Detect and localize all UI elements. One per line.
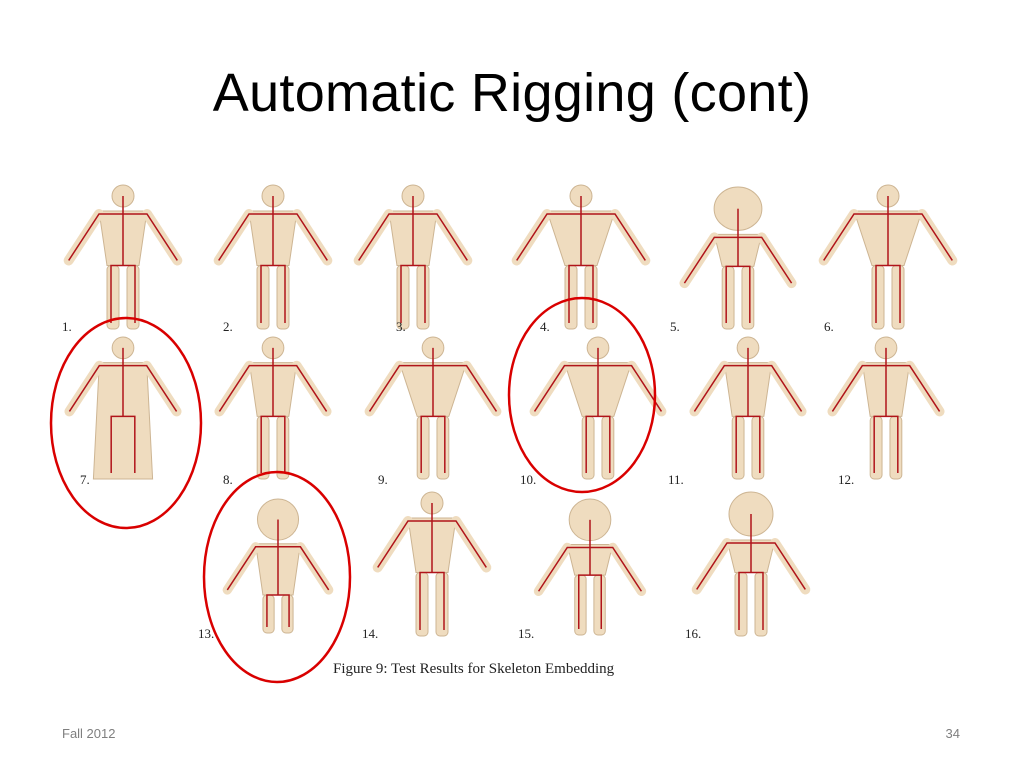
figure-label-8: 8. [223,472,233,487]
figure-label-3: 3. [396,319,406,334]
figure-label-7: 7. [80,472,90,487]
figure-label-4: 4. [540,319,550,334]
character-model-15 [533,498,647,636]
figure-label-12: 12. [838,472,855,487]
character-model-9 [364,336,502,480]
character-model-11 [689,336,807,480]
character-model-3 [353,184,473,330]
character-model-8 [214,336,332,480]
figure-label-15: 15. [518,626,535,641]
figure-graphics [49,184,958,684]
slide-title: Automatic Rigging (cont) [212,63,812,123]
figure-label-10: 10. [520,472,537,487]
character-model-7 [64,336,182,480]
figure-label-1: 1. [62,319,72,334]
figure-label-2: 2. [223,319,233,334]
footer-date: Fall 2012 [62,726,116,741]
character-model-4 [511,184,651,330]
character-model-5 [679,186,797,330]
highlight-circle-7 [49,316,203,530]
figure-label-16: 16. [685,626,702,641]
highlight-circle-10 [507,296,657,494]
character-model-1 [63,184,183,330]
character-model-10 [529,336,667,480]
figure-label-6: 6. [824,319,834,334]
figure-label-13: 13. [198,626,215,641]
figure-label-9: 9. [378,472,388,487]
skeleton-embedding-figure: 1. 2. 3. 4. 5. 6. 7. 8. 9. 10. 11. 12. 1… [48,175,988,695]
character-model-12 [827,336,945,480]
character-model-6 [818,184,958,330]
character-model-13 [222,498,334,634]
figure-label-14: 14. [362,626,379,641]
figure-label-5: 5. [670,319,680,334]
character-model-2 [213,184,333,330]
figure-caption: Figure 9: Test Results for Skeleton Embe… [333,661,615,677]
slide-number: 34 [945,726,960,741]
highlight-circle-13 [202,470,352,684]
character-model-14 [372,491,492,637]
figure-label-11: 11. [668,472,684,487]
character-model-16 [691,491,811,637]
